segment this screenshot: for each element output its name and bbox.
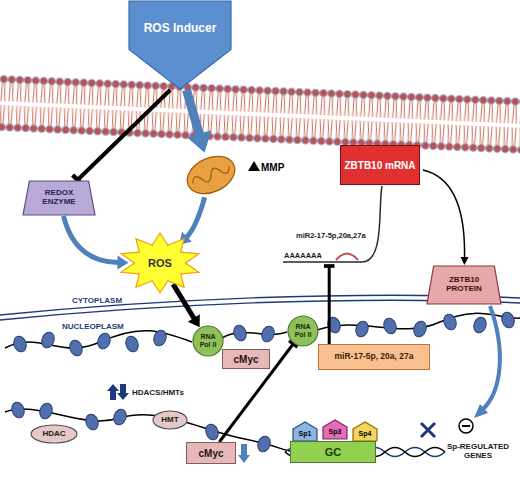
node-text: ZBTB10 mRNA <box>340 145 420 185</box>
activation-arrow <box>64 216 129 269</box>
connector-line <box>64 216 119 263</box>
polymerase-circle: RNA Pol II <box>287 315 319 347</box>
mirna-label: miR2-17-5p,20a,27a <box>296 232 366 241</box>
inducer-pentagon: ROS Inducer <box>128 0 232 90</box>
connector-line <box>328 266 331 344</box>
node-text: HMT <box>161 416 178 425</box>
inhibition-line <box>324 266 335 344</box>
node-text: REDOX ENZYME <box>31 189 87 207</box>
inhibition-line <box>73 90 171 185</box>
protein-box: cMyc <box>222 349 270 369</box>
protein-box: ZBTB10 PROTEIN <box>426 265 502 305</box>
arrow-head <box>187 130 211 153</box>
down-arrow <box>117 384 129 400</box>
translation-arrow <box>423 170 469 265</box>
node-text: HDAC <box>42 430 65 439</box>
arrow-head <box>188 314 200 327</box>
up-arrow <box>107 384 119 400</box>
chromatin <box>5 310 520 453</box>
node-text: RNA Pol II <box>291 323 315 338</box>
node-text: ROS <box>148 257 172 269</box>
gene-label: Sp-REGULATED GENES <box>438 442 518 460</box>
enzyme-oval: HMT <box>152 410 188 430</box>
minus-symbol <box>459 419 473 433</box>
inhibition-bar <box>324 264 335 268</box>
inhibition-line <box>219 341 297 442</box>
node-text: miR-17-5p, 20a, 27a <box>335 352 414 361</box>
enzyme-oval: HDAC <box>30 424 78 444</box>
mitochondrion-outline <box>185 152 237 198</box>
promoter-box: GC <box>290 441 376 463</box>
node-text: Sp3 <box>329 428 342 436</box>
compartment-label: NUCLEOPLASM <box>62 322 124 331</box>
factor-pentagon: Sp3 <box>322 419 348 440</box>
enzyme-label: HDACS/HMTs <box>132 388 184 397</box>
mirna-box: miR-17-5p, 20a, 27a <box>318 344 430 370</box>
down-arrow <box>238 444 250 463</box>
protein-box: cMyc <box>186 442 236 464</box>
lipid-bilayer <box>0 72 520 157</box>
node-text: cMyc <box>198 448 223 459</box>
node-text: RNA Pol II <box>196 333 220 348</box>
node-text: GC <box>325 446 342 458</box>
connector-line <box>423 170 465 258</box>
connector-line <box>186 197 205 237</box>
connector-line <box>173 284 194 319</box>
connector-line <box>186 90 199 136</box>
connector-line <box>78 90 171 180</box>
mrna-box: ZBTB10 mRNA <box>283 142 423 266</box>
connector-line <box>219 344 293 442</box>
enzyme-box: REDOX ENZYME <box>22 180 96 216</box>
compartment-label: CYTOPLASM <box>72 296 122 305</box>
factor-pentagon: Sp4 <box>352 421 378 442</box>
activation-arrow <box>173 284 200 327</box>
node-text: MMP <box>261 162 284 173</box>
node-text: ZBTB10 PROTEIN <box>434 276 494 294</box>
mrna-strand <box>283 186 382 262</box>
node-text: Sp1 <box>299 430 312 438</box>
activation-arrow <box>186 90 211 153</box>
node-text: ROS Inducer <box>144 22 217 35</box>
mitochondrion: MMP <box>185 152 237 198</box>
arrow-head <box>461 257 469 265</box>
cross-mark <box>421 423 435 437</box>
increase-triangle <box>248 161 260 171</box>
polya-label: AAAAAAA <box>284 252 322 261</box>
node-text: Sp4 <box>359 430 372 438</box>
ros-star: ROS <box>118 232 202 294</box>
factor-pentagon: Sp1 <box>292 421 318 442</box>
polymerase-circle: RNA Pol II <box>192 325 224 357</box>
activation-arrow <box>179 197 205 244</box>
inducer-pentagon-outline <box>128 0 232 90</box>
node-text: cMyc <box>233 354 258 365</box>
repression-arrow <box>474 306 500 418</box>
